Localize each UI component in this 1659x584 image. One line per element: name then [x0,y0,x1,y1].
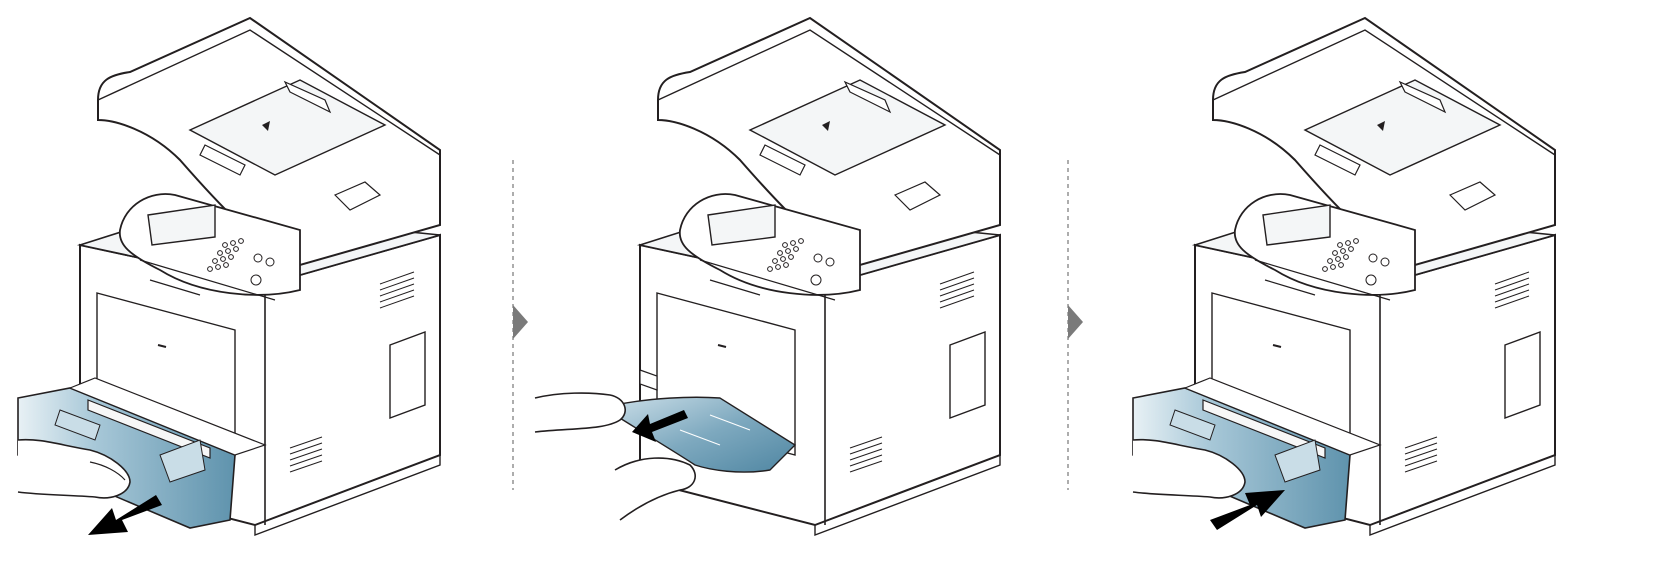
hand-illustration [614,457,696,521]
step-3-insert-tray-back [1132,17,1556,536]
pull-direction-arrow [632,410,688,442]
step-1-pull-tray-out [17,17,441,536]
step-arrow-icon [1068,305,1083,339]
hand-illustration [534,392,626,433]
hand-illustration [1132,438,1246,499]
push-direction-arrow [1210,490,1285,530]
jammed-paper [614,396,797,473]
pull-direction-arrow [88,495,162,535]
step-arrow-icon [513,305,528,339]
step-2-remove-jammed-paper [534,17,1001,536]
hand-illustration [17,438,131,499]
